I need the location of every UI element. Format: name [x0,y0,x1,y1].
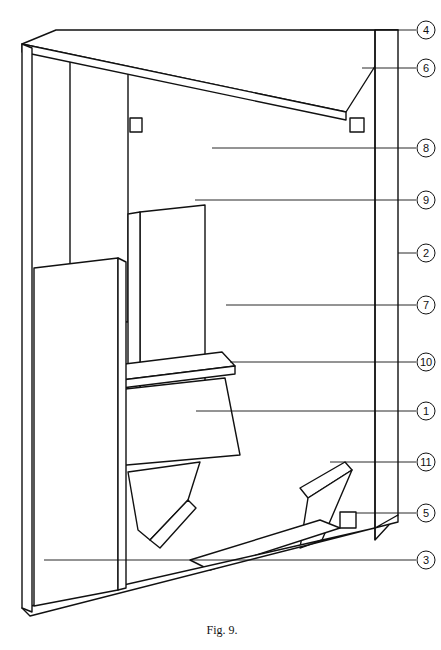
callout-number: 9 [423,195,429,206]
callout-circles [417,21,435,569]
callout-number: 7 [423,300,429,311]
callout-number: 1 [423,406,429,417]
leader-line [44,560,416,561]
corner-block [340,512,356,528]
callout-number: 11 [420,457,431,468]
leader-line [230,362,416,363]
leader-line [362,68,416,69]
cleat [130,118,142,132]
top-panel [22,30,398,112]
callout-circle [417,551,435,569]
leader-line [330,462,416,463]
floor-cleat [190,520,340,570]
callout-number: 4 [423,25,429,36]
callout-number: 10 [420,357,432,368]
leader-line [398,253,416,254]
cleat [350,118,364,132]
callout-number: 3 [423,555,429,566]
brace-edge [150,500,196,548]
callout-circle [417,59,435,77]
top-panel-edge [22,44,346,120]
left-panel-edge [22,44,32,612]
leader-line [195,200,416,201]
side-panel-face [346,30,375,540]
leader-line [196,411,416,412]
callout-number: 5 [423,508,429,519]
callout-circle [417,191,435,209]
callout-circle [417,139,435,157]
leader-line [226,305,416,306]
callout-circle [417,353,435,371]
callout-circle [417,402,435,420]
callout-circle [417,504,435,522]
leader-line [212,148,416,149]
callout-circle [417,453,435,471]
leader-line [300,30,416,31]
leader-line [356,513,416,514]
callout-number: 2 [423,248,429,259]
figure-caption: Fig. 9. [206,623,237,638]
callout-number: 8 [423,143,429,154]
side-panel [375,30,398,540]
callout-circle [417,21,435,39]
callout-number: 6 [423,63,429,74]
callout-circle [417,244,435,262]
front-board [34,258,118,606]
leader-lines [44,30,416,560]
side-panel-edge [374,30,375,540]
front-board-edge [118,258,126,590]
callout-circle [417,296,435,314]
